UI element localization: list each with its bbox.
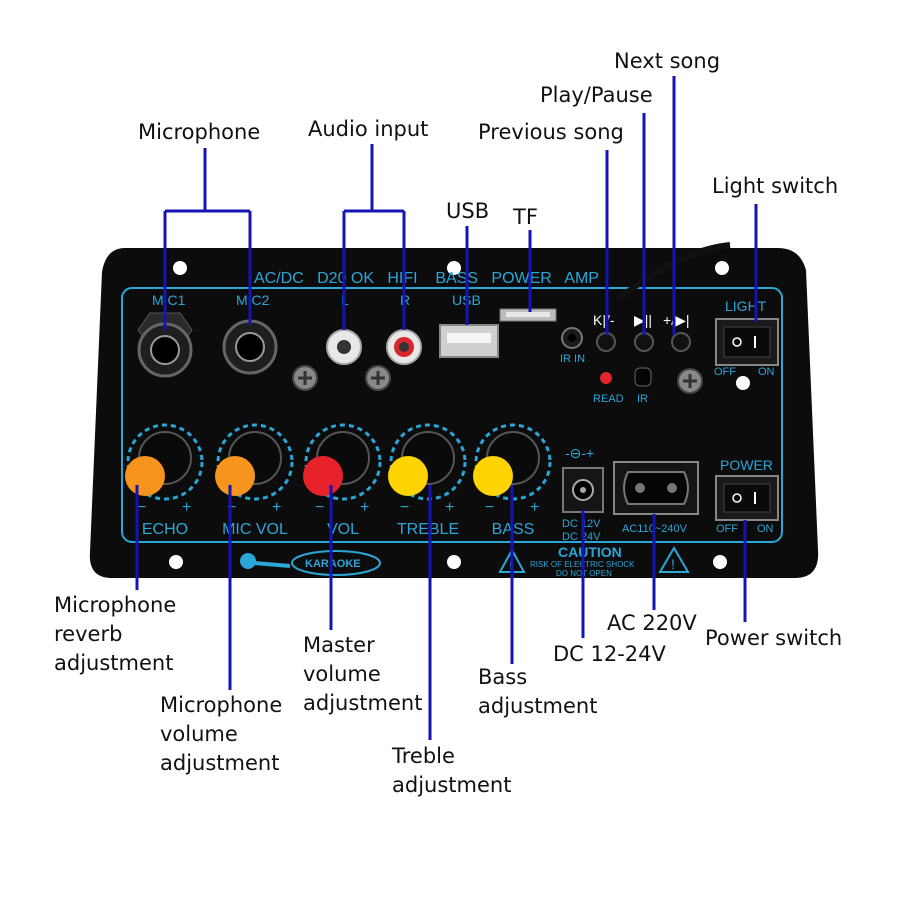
rca-right-jack[interactable] xyxy=(386,329,422,365)
screw-icon xyxy=(365,365,391,391)
previous-song-button[interactable] xyxy=(596,332,616,352)
read-label: READ xyxy=(593,393,624,405)
knob-minus-label: − xyxy=(137,499,146,516)
play-pause-button[interactable] xyxy=(634,332,654,352)
callout-audio-input: Audio input xyxy=(308,117,428,141)
power-on-label: ON xyxy=(757,523,774,535)
knob-scale-ring xyxy=(216,423,294,501)
callout-mic-reverb-1: Microphone xyxy=(54,593,176,617)
knob-plus-label: + xyxy=(182,499,191,516)
callout-next-song: Next song xyxy=(614,49,720,73)
knob-cap xyxy=(215,456,255,496)
knob-label-vol: VOL xyxy=(327,521,359,538)
callout-usb: USB xyxy=(446,199,489,223)
knob-minus-label: − xyxy=(227,499,236,516)
knob-label-echo: ECHO xyxy=(142,521,188,538)
knob-cap xyxy=(303,456,343,496)
mic2-jack[interactable]: MIC2 xyxy=(222,292,278,375)
ir-in-label: IR IN xyxy=(560,353,585,365)
next-button-label: +/▶| xyxy=(663,312,689,328)
callout-master-volume-2: volume xyxy=(303,662,381,686)
knob-minus-label: − xyxy=(485,499,494,516)
callout-master-volume-3: adjustment xyxy=(303,691,422,715)
ac-power-inlet[interactable] xyxy=(613,461,699,515)
knob-minus-label: − xyxy=(315,499,324,516)
knob-label-treble: TREBLE xyxy=(397,521,459,538)
usb-port[interactable] xyxy=(439,324,499,358)
callout-power-switch: Power switch xyxy=(705,626,842,650)
callout-mic-volume-3: adjustment xyxy=(160,751,279,775)
callout-ac: AC 220V xyxy=(607,611,697,635)
light-on-label: ON xyxy=(758,366,775,378)
callout-light-switch: Light switch xyxy=(712,174,838,198)
callout-treble-1: Treble xyxy=(391,744,455,768)
callout-tf: TF xyxy=(512,205,538,229)
knob-plus-label: + xyxy=(272,499,281,516)
power-off-label: OFF xyxy=(716,523,738,535)
screw-icon xyxy=(292,365,318,391)
knob-echo[interactable]: − + ECHO xyxy=(125,423,204,538)
mounting-holes xyxy=(169,261,750,569)
callout-play-pause: Play/Pause xyxy=(540,83,653,107)
light-off-label: OFF xyxy=(714,366,736,378)
light-switch[interactable] xyxy=(715,318,779,366)
knob-vol[interactable]: − +VOL xyxy=(303,423,382,538)
read-led xyxy=(600,372,612,384)
panel-blue-border xyxy=(121,287,783,543)
light-switch-label: LIGHT xyxy=(725,298,767,314)
ir-in-jack[interactable] xyxy=(561,327,583,349)
karaoke-text: KARAOKE xyxy=(305,558,361,570)
callout-microphone: Microphone xyxy=(138,120,260,144)
callout-mic-reverb-3: adjustment xyxy=(54,651,173,675)
warning-icon: ! xyxy=(671,556,675,572)
dc-power-jack[interactable] xyxy=(562,467,604,513)
callout-master-volume-1: Master xyxy=(303,633,375,657)
light-cable xyxy=(618,242,731,301)
power-switch-label: POWER xyxy=(720,457,773,473)
knob-plus-label: + xyxy=(360,499,369,516)
screw-icon xyxy=(677,368,703,394)
callout-dc: DC 12-24V xyxy=(553,642,667,666)
power-switch[interactable] xyxy=(715,475,779,521)
callout-treble-2: adjustment xyxy=(392,773,511,797)
mic1-label: MIC1 xyxy=(152,292,186,308)
callout-mic-volume-2: volume xyxy=(160,722,238,746)
panel-header-text: AC/DC D20 OK HIFI BASS POWER AMP xyxy=(254,270,599,287)
mic2-label: MIC2 xyxy=(236,292,270,308)
knob-cap xyxy=(125,456,165,496)
karaoke-logo: KARAOKE xyxy=(240,550,381,576)
knob-cap xyxy=(388,456,428,496)
dc-polarity-symbol: -⊖-+ xyxy=(565,445,594,461)
knob-minus-label: − xyxy=(400,499,409,516)
callout-previous-song: Previous song xyxy=(478,120,624,144)
knob-cap xyxy=(473,456,513,496)
callout-mic-reverb-2: reverb xyxy=(54,622,122,646)
knob-treble[interactable]: − + TREBLE xyxy=(388,423,467,538)
knob-scale-ring xyxy=(126,423,204,501)
callout-mic-volume-1: Microphone xyxy=(160,693,282,717)
callout-bass-1: Bass xyxy=(478,665,527,689)
tf-card-slot[interactable] xyxy=(499,308,557,322)
knob-scale-ring xyxy=(389,423,467,501)
caution-title: CAUTION xyxy=(558,544,622,560)
leader-lines xyxy=(135,76,758,740)
callout-bass-2: adjustment xyxy=(478,694,597,718)
rca-left-jack[interactable] xyxy=(326,329,362,365)
knob-plus-label: + xyxy=(445,499,454,516)
next-song-button[interactable] xyxy=(671,332,691,352)
ir-label: IR xyxy=(637,393,648,405)
knob-mic-vol[interactable]: − + MIC VOL xyxy=(215,423,294,538)
ir-receiver xyxy=(634,367,652,387)
knob-label-mic-vol: MIC VOL xyxy=(222,521,288,538)
knob-scale-ring xyxy=(304,423,382,501)
knob-plus-label: + xyxy=(530,499,539,516)
prev-button-label: K|/- xyxy=(593,312,615,328)
